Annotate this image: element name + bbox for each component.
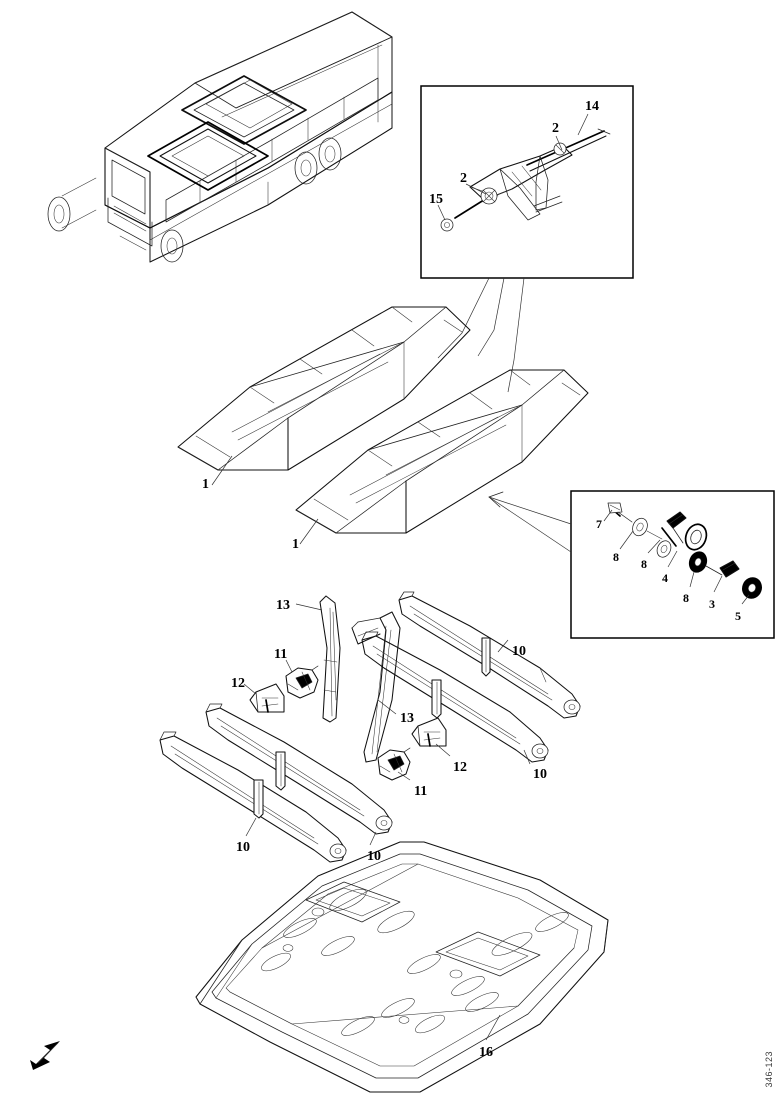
clip-lower: [377, 747, 411, 781]
callout-13-lower: 13: [400, 711, 414, 726]
clip-upper: [285, 665, 319, 699]
callout-11-upper: 11: [274, 647, 288, 662]
rail-upper-right: [398, 591, 581, 719]
leader-1b: [299, 518, 319, 545]
callout-16: 16: [479, 1045, 493, 1060]
callout-2-upper: 2: [552, 121, 559, 136]
callout-8-b: 8: [641, 557, 647, 571]
callout-10-lower-right: 10: [533, 767, 547, 782]
rail-lower-left-upper: [205, 703, 393, 835]
roof-shell-panel: [195, 841, 609, 1093]
leader-1a: [211, 455, 233, 486]
rail-lower-left: [159, 731, 347, 863]
bracket-lower: [411, 717, 447, 747]
pillar-trim-upper: [319, 595, 341, 723]
callout-5: 5: [735, 609, 741, 623]
callout-14: 14: [585, 99, 599, 114]
callout-8-a: 8: [613, 550, 619, 564]
callout-1-right: 1: [292, 537, 299, 552]
detail-box-right: [570, 490, 775, 639]
callout-3: 3: [709, 597, 715, 611]
bracket-upper: [249, 683, 285, 713]
callout-13-upper: 13: [276, 598, 290, 613]
callout-11-lower: 11: [414, 784, 428, 799]
callout-10-upper-right: 10: [512, 644, 526, 659]
midsection-leaders: [243, 603, 531, 846]
roof-hatch-cover-left: [177, 306, 471, 471]
callout-7: 7: [596, 517, 602, 531]
leader-16: [485, 1014, 501, 1041]
callout-10-lower-left-end: 10: [367, 849, 381, 864]
view-direction-arrow: [30, 1041, 60, 1070]
rail-lower-right: [361, 631, 549, 763]
sheet-code: 346-123: [764, 1051, 774, 1088]
callout-4: 4: [662, 571, 668, 585]
pillar-trim-lower: [351, 611, 401, 763]
detail-box-top-right: [420, 85, 634, 279]
detail-right-leaders: [488, 491, 572, 553]
callout-15: 15: [429, 192, 443, 207]
roof-hatch-cover-right: [295, 369, 589, 534]
callout-2-lower: 2: [460, 171, 467, 186]
callout-1-left: 1: [202, 477, 209, 492]
detail-top-right-leaders: [437, 277, 525, 393]
vehicle-overview-illustration: [47, 11, 393, 263]
callout-12-lower: 12: [453, 760, 467, 775]
callout-8-c: 8: [683, 591, 689, 605]
callout-10-lower-left: 10: [236, 840, 250, 855]
callout-12-upper: 12: [231, 676, 245, 691]
